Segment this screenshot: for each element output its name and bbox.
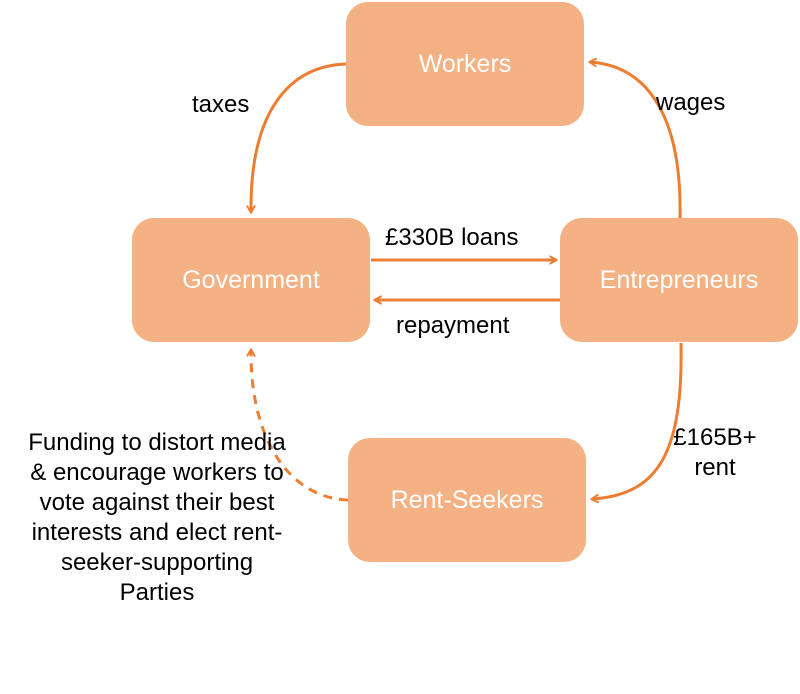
edge-funding-arrow [251, 350, 349, 502]
wages-edge-label: wages [656, 89, 726, 116]
edge-rent-arrow [592, 342, 683, 499]
rent-edge-label-line1: £165B+ [673, 424, 757, 451]
rent-edge-label: £165B+ rent [660, 423, 770, 483]
edge-wages-arrow [590, 62, 682, 219]
government-node: Government [132, 218, 370, 342]
rent-seekers-label: Rent-Seekers [390, 485, 544, 514]
loans-edge-label: £330B loans [385, 224, 519, 251]
rent-edge-label-line2: rent [694, 454, 736, 481]
workers-label: Workers [418, 49, 512, 78]
workers-node: Workers [346, 2, 584, 126]
edge-taxes-arrow [251, 62, 347, 212]
taxes-edge-label: taxes [192, 91, 250, 118]
repayment-edge-label: repayment [396, 312, 510, 339]
entrepreneurs-label: Entrepreneurs [599, 265, 759, 294]
entrepreneurs-node: Entrepreneurs [560, 218, 798, 342]
funding-edge-label: Funding to distort media & encourage wor… [28, 429, 286, 606]
rent-seekers-node: Rent-Seekers [348, 438, 586, 562]
government-label: Government [182, 265, 320, 294]
